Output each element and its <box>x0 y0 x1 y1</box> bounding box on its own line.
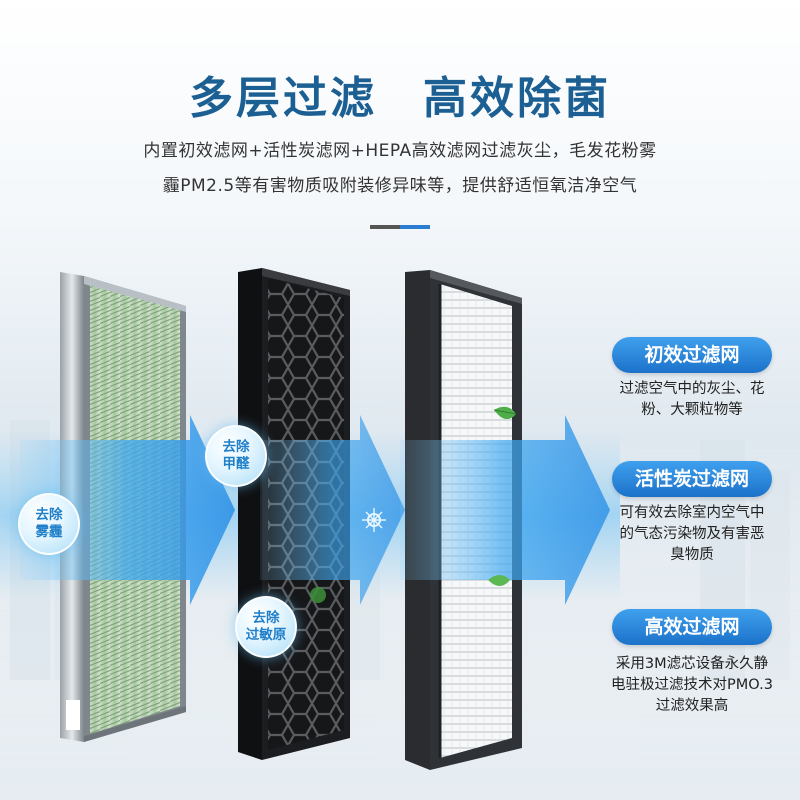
bubble-line: 雾霾 <box>35 524 63 540</box>
bubble-line: 甲醛 <box>222 456 250 472</box>
feature-desc-carbon: 可有效去除室内空气中 的气态污染物及有害恶 臭物质 <box>596 503 788 566</box>
leaf-icon <box>493 406 517 420</box>
desc-line: 电驻极过滤技术对PMO.3 <box>611 677 773 693</box>
bubble-line: 去除 <box>252 610 280 626</box>
bubble-line: 去除 <box>222 439 250 455</box>
title-left: 多层过滤 <box>189 73 377 124</box>
feature-badge-carbon: 活性炭过滤网 <box>612 461 772 497</box>
bubble-line: 去除 <box>35 507 63 523</box>
bubble-smog: 去除 雾霾 <box>18 493 80 555</box>
bubble-allergen: 去除 过敏原 <box>235 596 297 658</box>
feature-desc-hepa: 采用3M滤芯设备永久静 电驻极过滤技术对PMO.3 过滤效果高 <box>596 654 788 717</box>
feature-desc-primary: 过滤空气中的灰尘、花 粉、大颗粒物等 <box>596 379 788 421</box>
desc-line: 过滤效果高 <box>655 698 729 714</box>
desc-line: 臭物质 <box>670 547 714 563</box>
desc-line: 粉、大颗粒物等 <box>641 402 743 418</box>
desc-line: 可有效去除室内空气中 <box>619 505 765 521</box>
desc-line: 的气态污染物及有害恶 <box>619 526 765 542</box>
desc-line: 过滤空气中的灰尘、花 <box>619 381 765 397</box>
airflow-arrow-1 <box>20 415 235 605</box>
description-line-2: 霾PM2.5等有害物质吸附装修异味等，提供舒适恒氧洁净空气 <box>162 176 638 196</box>
divider-dark <box>370 225 400 229</box>
sparkle-icon <box>362 508 386 532</box>
page-title: 多层过滤高效除菌 <box>0 62 800 126</box>
bubble-line: 过敏原 <box>245 627 287 643</box>
desc-line: 采用3M滤芯设备永久静 <box>615 656 769 672</box>
leaf-icon <box>488 575 510 586</box>
feature-badge-hepa: 高效过滤网 <box>612 609 772 645</box>
feature-badge-primary: 初效过滤网 <box>612 337 772 373</box>
bubble-formaldehyde: 去除 甲醛 <box>205 425 267 487</box>
description-line-1: 内置初效滤网+活性炭滤网+HEPA高效滤网过滤灰尘，毛发花粉雾 <box>143 141 657 161</box>
airflow-arrow-3 <box>400 415 610 605</box>
title-right: 高效除菌 <box>423 73 611 124</box>
divider-blue <box>400 225 430 229</box>
airflow-arrow-2 <box>260 415 405 605</box>
leaf-icon <box>310 587 326 603</box>
